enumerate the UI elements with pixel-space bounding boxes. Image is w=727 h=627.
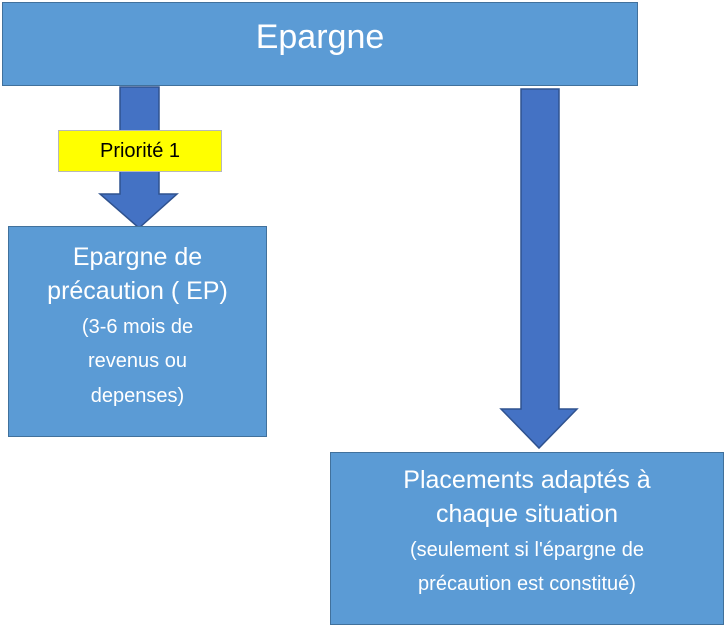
node-title-line: Epargne de	[72, 243, 203, 271]
priority-badge: Priorité 1	[58, 130, 222, 172]
node-subtitle-line: revenus ou	[88, 350, 187, 372]
node-subtitle-line: précaution est constitué)	[418, 573, 636, 595]
node-subtitle-line: (3-6 mois de	[81, 316, 194, 338]
node-epargne-precaution: Epargne de précaution ( EP) (3-6 mois de…	[8, 226, 267, 437]
node-title-line: précaution ( EP)	[47, 277, 228, 305]
root-node-epargne: Epargne	[2, 2, 638, 86]
node-title-line: Placements adaptés à	[403, 466, 651, 494]
root-title: Epargne	[255, 18, 385, 56]
node-title-line: chaque situation	[435, 500, 619, 528]
node-subtitle-line: depenses)	[90, 385, 185, 407]
node-placements: Placements adaptés à chaque situation (s…	[330, 452, 724, 625]
node-subtitle-line: (seulement si l'épargne de	[410, 539, 644, 561]
arrow-to-placements	[499, 88, 579, 450]
